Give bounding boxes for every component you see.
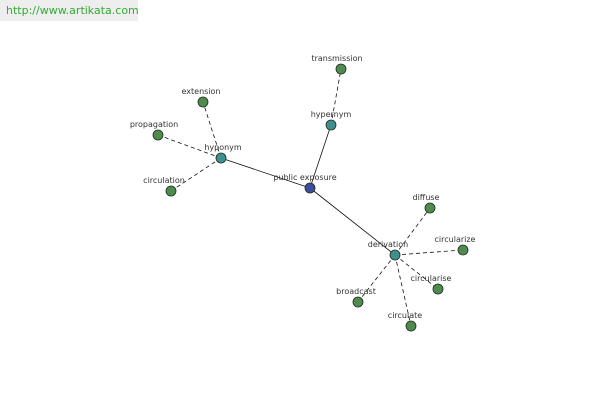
term-node-circulation[interactable] <box>165 185 177 197</box>
term-label-propagation[interactable]: propagation <box>130 120 178 129</box>
edge-center-hyponym <box>220 157 311 189</box>
graph-edges <box>157 68 464 327</box>
term-label-extension[interactable]: extension <box>182 87 221 96</box>
edge-hypernym-transmission <box>330 68 342 126</box>
relation-label-derivation[interactable]: derivation <box>368 240 408 249</box>
edge-derivation-circulate <box>394 254 412 327</box>
edge-hyponym-circulation <box>170 157 222 192</box>
relation-node-hyponym[interactable] <box>215 152 227 164</box>
source-banner: http://www.artikata.com <box>0 0 139 21</box>
edge-hyponym-extension <box>202 101 222 159</box>
term-label-circulate[interactable]: circulate <box>388 311 422 320</box>
center-label-center[interactable]: public exposure <box>273 173 336 182</box>
relation-node-derivation[interactable] <box>389 249 401 261</box>
term-node-circularize[interactable] <box>457 244 469 256</box>
term-node-broadcast[interactable] <box>352 296 364 308</box>
term-node-circulate[interactable] <box>405 320 417 332</box>
center-node-center[interactable] <box>304 182 316 194</box>
edge-derivation-circularize <box>394 249 464 256</box>
term-label-circularise[interactable]: circularise <box>411 274 452 283</box>
relation-label-hypernym[interactable]: hypernym <box>311 110 352 119</box>
term-node-extension[interactable] <box>197 96 209 108</box>
graph-labels: public exposure hyponym hypernym derivation… <box>130 54 476 320</box>
term-node-propagation[interactable] <box>152 129 164 141</box>
term-label-transmission[interactable]: transmission <box>311 54 362 63</box>
edge-center-derivation <box>309 187 396 256</box>
term-label-diffuse[interactable]: diffuse <box>413 193 440 202</box>
edge-derivation-broadcast <box>357 254 396 303</box>
term-node-transmission[interactable] <box>335 63 347 75</box>
edge-derivation-diffuse <box>394 207 431 256</box>
relation-label-hyponym[interactable]: hyponym <box>204 143 242 152</box>
edge-derivation-circularise <box>394 254 439 290</box>
term-label-broadcast[interactable]: broadcast <box>336 287 376 296</box>
source-url-link[interactable]: http://www.artikata.com <box>6 4 139 17</box>
edge-center-hypernym <box>309 124 332 189</box>
term-label-circularize[interactable]: circularize <box>435 235 476 244</box>
relation-node-hypernym[interactable] <box>325 119 337 131</box>
term-node-diffuse[interactable] <box>424 202 436 214</box>
term-node-circularise[interactable] <box>432 283 444 295</box>
term-label-circulation[interactable]: circulation <box>143 176 185 185</box>
graph-nodes <box>152 63 469 332</box>
